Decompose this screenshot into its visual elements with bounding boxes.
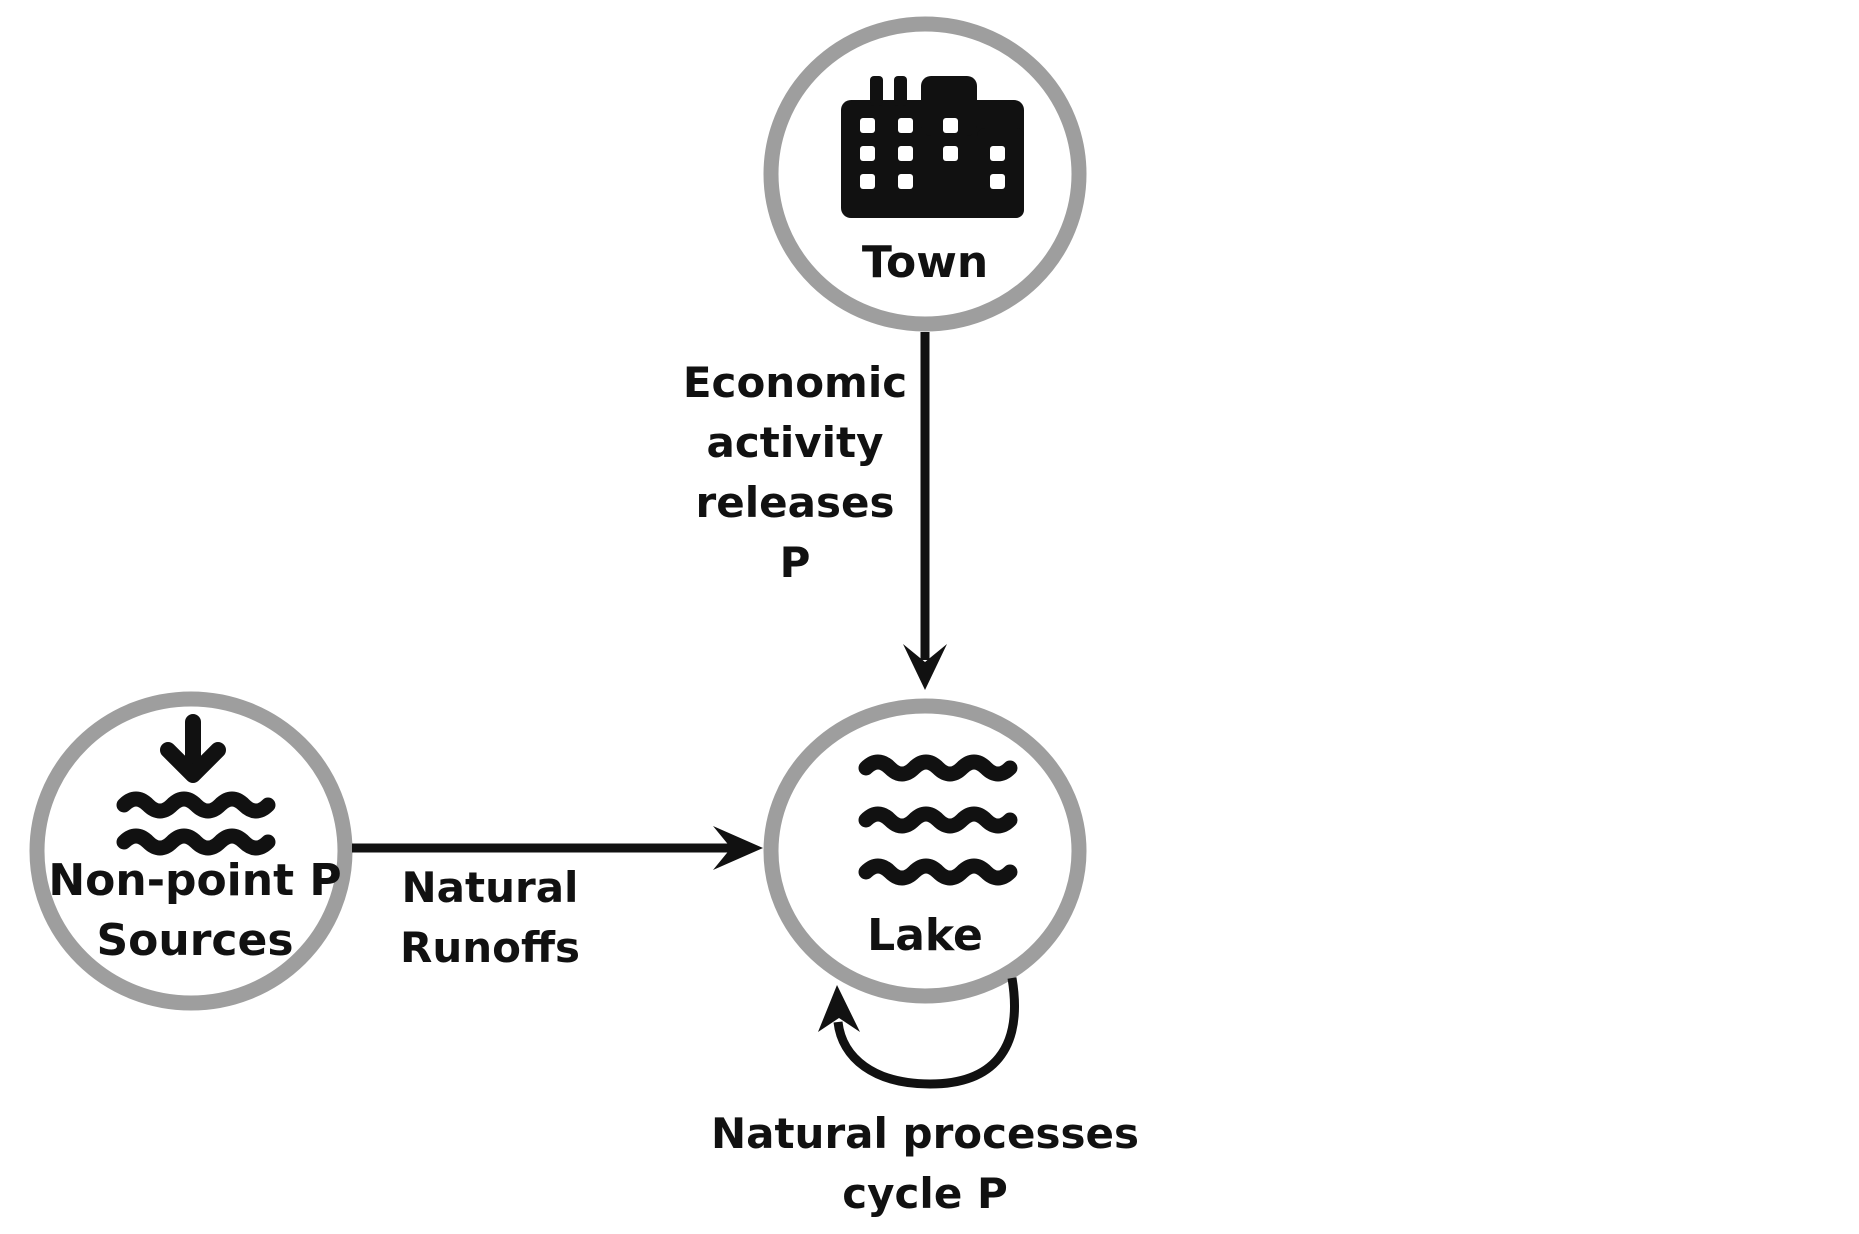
- edge-label-economic-activity: Economic activity releases P: [682, 358, 908, 587]
- edge-label-natural-processes: Natural processes cycle P: [710, 1109, 1140, 1218]
- nonpoint-label: Non-point P Sources: [48, 855, 342, 966]
- arrow-nonpoint-to-lake: [352, 826, 763, 870]
- edge-label-natural-runoffs: Natural Runoffs: [399, 863, 581, 972]
- town-label: Town: [861, 237, 989, 288]
- factory-icon: [841, 76, 1024, 218]
- lake-label: Lake: [867, 910, 983, 961]
- arrow-town-to-lake: [903, 332, 947, 690]
- arrow-lake-self-loop: [818, 977, 1019, 1089]
- nonpoint-node: [29, 691, 353, 1011]
- water-inflow-icon: [124, 714, 268, 848]
